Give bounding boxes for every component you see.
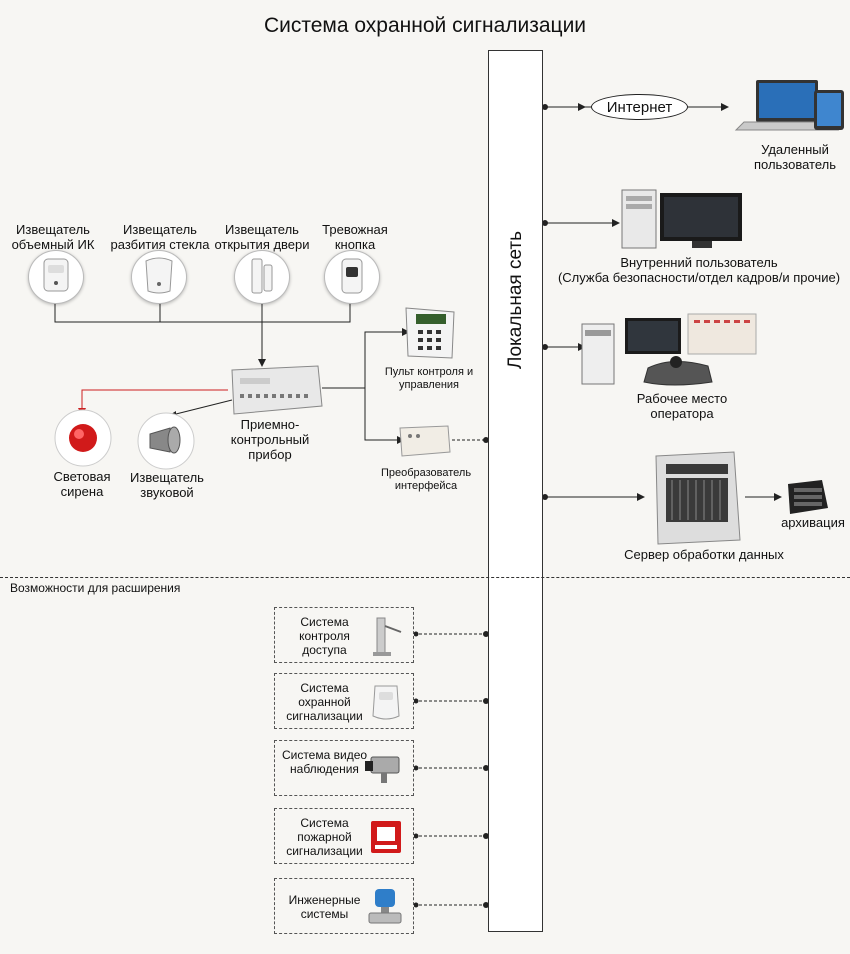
sensor-glass-label: Извещатель разбития стекла (110, 222, 210, 252)
motion-sensor-icon (372, 685, 400, 720)
expansion-title: Возможности для расширения (10, 581, 181, 595)
desktop-computer-icon (621, 189, 742, 249)
expansion-access-control: Система контроля доступа (274, 607, 414, 663)
archive-label: архивация (781, 515, 845, 530)
ir-motion-detector-icon (28, 250, 84, 304)
sensor-door-label: Извещатель открытия двери (214, 222, 310, 252)
control-panel-icon (231, 365, 323, 415)
light-siren-icon (54, 409, 112, 467)
keypad-icon (405, 307, 455, 359)
keypad-label: Пульт контроля и управления (384, 366, 474, 391)
expansion-video: Система видео наблюдения (274, 740, 414, 796)
motorized-valve-icon (368, 889, 402, 924)
glass-break-detector-icon (131, 250, 187, 304)
turnstile-icon (373, 617, 402, 656)
horn-speaker-icon (137, 412, 195, 470)
internal-user-label: Внутренний пользователь (Служба безопасн… (557, 255, 841, 285)
laptop-tablet-icon (734, 80, 844, 131)
remote-user-label: Удаленный пользователь (753, 142, 837, 172)
panic-button-icon (324, 250, 380, 304)
sounder-label: Извещатель звуковой (130, 470, 204, 500)
sensor-ir-label: Извещатель объемный ИК (11, 222, 95, 252)
expansion-engineering: Инженерные системы (274, 878, 414, 934)
local-network-label: Локальная сеть (505, 231, 526, 369)
interface-converter-icon (399, 425, 451, 457)
server-label: Сервер обработки данных (624, 547, 784, 562)
expansion-divider (0, 577, 850, 578)
storage-array-icon (788, 480, 828, 514)
cctv-camera-icon (365, 756, 400, 783)
control-panel-label: Приемно-контрольный прибор (230, 417, 310, 462)
expansion-security-alarm: Система охранной сигнализации (274, 673, 414, 729)
fire-call-point-icon (371, 821, 401, 853)
operator-label: Рабочее место оператора (636, 391, 728, 421)
siren-label: Световая сирена (53, 469, 111, 499)
local-network-bus (488, 50, 543, 932)
operator-workstation-icon (581, 313, 757, 386)
expansion-fire: Система пожарной сигнализации (274, 808, 414, 864)
interface-converter-label: Преобразователь интерфейса (380, 467, 472, 492)
sensor-bus-wire (54, 300, 351, 323)
diagram-title: Система охранной сигнализации (263, 14, 587, 37)
server-rack-icon (655, 451, 741, 545)
door-contact-icon (234, 250, 290, 304)
internet-ellipse: Интернет (591, 94, 688, 120)
sensor-panic-label: Тревожная кнопка (322, 222, 388, 252)
